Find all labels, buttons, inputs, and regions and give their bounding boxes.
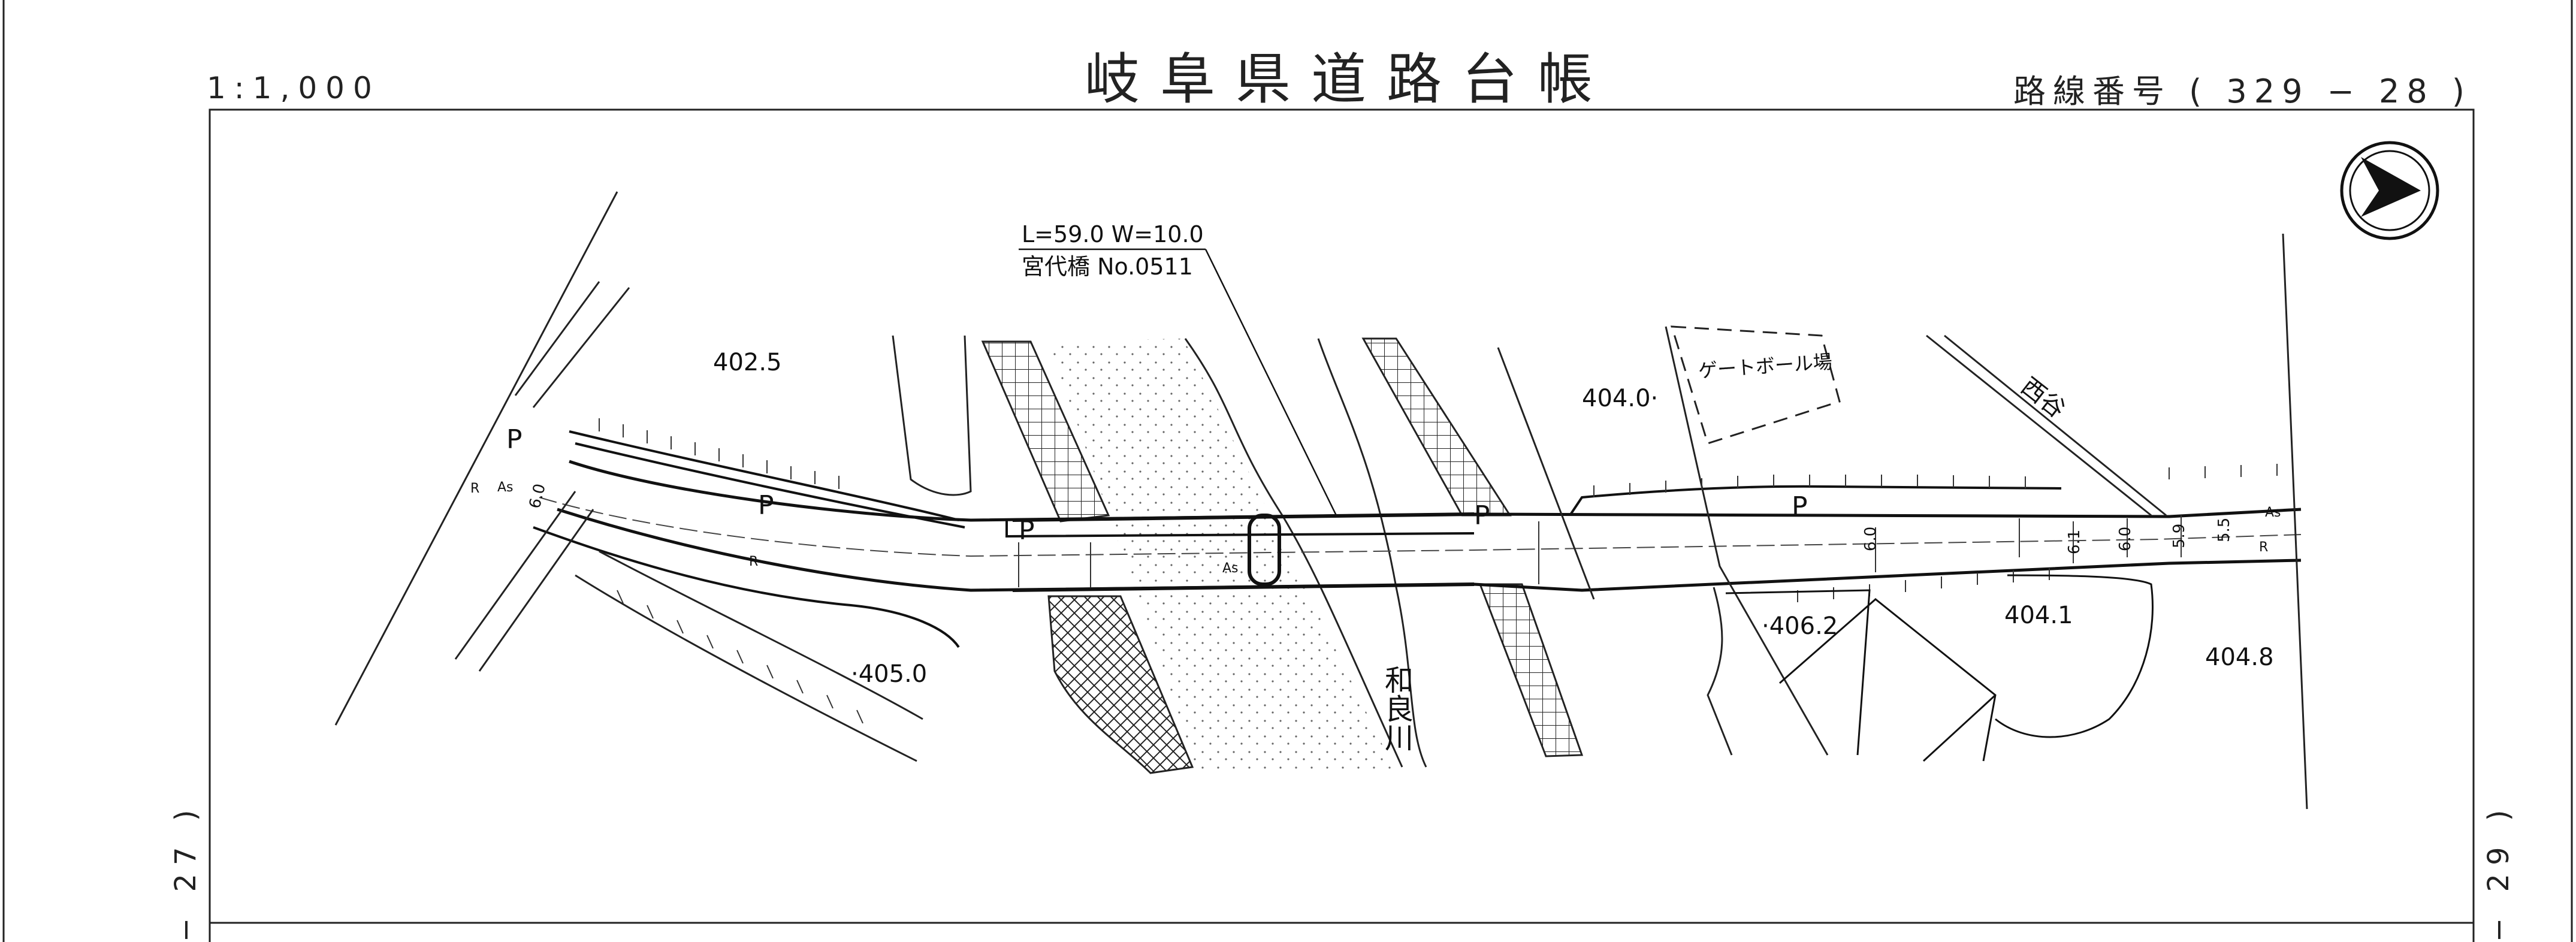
road-curbs (533, 430, 2062, 648)
parking-mark: P (758, 490, 774, 521)
bridge-abutment-east-south (1478, 583, 1584, 757)
road-r-mark: R (749, 554, 758, 569)
bridge-abutment-west-south (1047, 595, 1194, 774)
north-arrow-icon (2340, 141, 2439, 240)
dimension-lines (1018, 515, 2182, 587)
slope-symbols (599, 418, 2278, 724)
scale-label: 1:1,000 (207, 71, 380, 105)
elevation-label: 404.8 (2205, 644, 2274, 671)
parking-mark: P (506, 424, 523, 455)
elevation-label: 404.1 (2004, 602, 2073, 629)
asphalt-mark: As (2265, 505, 2281, 520)
parking-mark: P (1019, 515, 1035, 546)
river-name-label: 和良川 (1379, 665, 1413, 751)
map-title: 岐阜県道路台帳 (1085, 47, 1614, 111)
elevation-label: 404.0· (1582, 385, 1658, 412)
asphalt-mark: As (497, 480, 514, 495)
bridge-label-leader (1019, 248, 1337, 516)
parking-mark: P (1474, 500, 1490, 531)
width-label: 5.5 (2215, 518, 2233, 542)
elevation-label: ·405.0 (851, 660, 927, 688)
width-label: 6.0 (526, 482, 549, 510)
river-bank-west (1184, 338, 1403, 768)
gateball-ground-outline (1670, 325, 1841, 445)
road-centerline (539, 497, 2302, 557)
main-road (557, 460, 2302, 592)
parking-mark: P (1792, 491, 1808, 522)
river-sand-area (1049, 339, 1396, 773)
width-label: 5.9 (2170, 524, 2188, 548)
width-label: 6.0 (2116, 527, 2134, 551)
side-roads (334, 191, 2308, 810)
width-label: 6.0 (1862, 527, 1880, 551)
map-labels: L=59.0 W=10.0 宮代橋 No.0511 402.5 404.0· ·… (470, 221, 2281, 751)
buildings (1725, 574, 2154, 762)
asphalt-mark: As (1222, 561, 1239, 576)
river-bank-east (1317, 338, 1427, 768)
bridge-deck (1012, 512, 1475, 592)
road-r-mark: R (470, 481, 479, 496)
bridge-abutment-west-north (981, 340, 1110, 523)
gateball-ground-label: ゲートボール場 (1698, 350, 1833, 382)
bridge-dimensions: L=59.0 W=10.0 (1022, 221, 1204, 247)
width-label: 6.1 (2065, 530, 2083, 554)
elevation-label: ·406.2 (1762, 612, 1838, 640)
bridge-name: 宮代橋 No.0511 (1022, 253, 1193, 280)
route-number: 路線番号 ( 329 − 28 ) (2013, 73, 2472, 110)
road-r-mark: R (2259, 540, 2268, 555)
bridge-abutment-east-north (1361, 337, 1512, 517)
elevation-label: 402.5 (713, 349, 782, 376)
